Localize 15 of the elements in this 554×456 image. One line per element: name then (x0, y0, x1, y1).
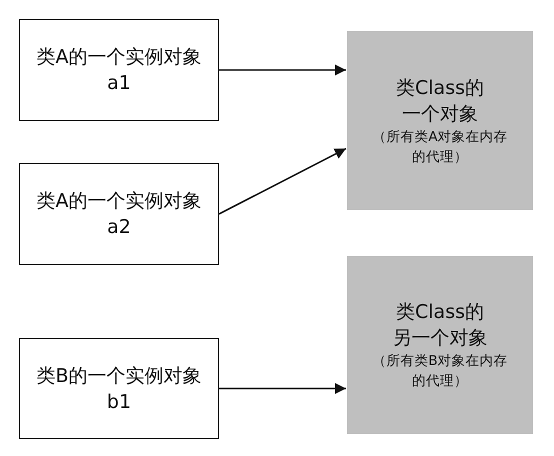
object-box (347, 256, 533, 434)
instance-box (19, 19, 219, 121)
box-label: 类B的一个实例对象 b1 (35, 364, 203, 414)
box-note: （所有类A对象在内存的代理） (371, 128, 509, 166)
box-label: 类Class的另一个对象 (392, 300, 488, 351)
box-label: 类A的一个实例对象 a2 (36, 189, 202, 240)
arrow (219, 382, 346, 394)
arrow (219, 64, 346, 76)
object-box (347, 31, 533, 210)
box-label: 类A的一个实例对象 a1 (36, 45, 202, 96)
instance-box (19, 338, 219, 439)
box-label: 类Class的一个对象 (395, 76, 485, 126)
arrow (218, 148, 346, 215)
instance-box (19, 163, 219, 265)
box-note: （所有类B对象在内存的代理） (371, 352, 509, 391)
